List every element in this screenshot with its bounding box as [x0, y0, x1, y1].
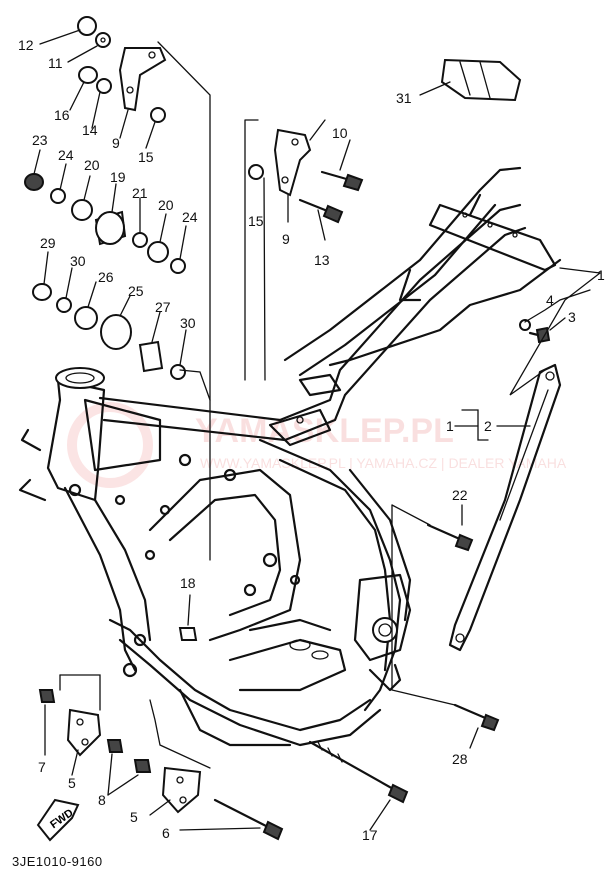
callout-11: 11: [48, 55, 63, 71]
main-frame: [18, 166, 562, 747]
callout-16: 16: [54, 107, 70, 123]
callout-13: 13: [314, 252, 330, 268]
callout-7: 7: [38, 759, 46, 775]
callout-24b: 24: [182, 209, 198, 225]
callout-15: 15: [138, 149, 154, 165]
callout-28: 28: [452, 751, 468, 767]
callout-14: 14: [82, 122, 98, 138]
callout-21: 21: [132, 185, 148, 201]
callout-1b: 1: [446, 418, 454, 434]
callout-24: 24: [58, 147, 74, 163]
callout-12: 12: [18, 37, 34, 53]
gusset-plate: [83, 398, 162, 472]
callout-3: 3: [568, 309, 576, 325]
callout-18: 18: [180, 575, 196, 591]
callout-19: 19: [110, 169, 126, 185]
callout-20b: 20: [158, 197, 174, 213]
watermark: YAMASKLEP.PL WWW.YAMASKLEP.PL | YAMAHA.C…: [67, 402, 567, 488]
callout-5: 5: [68, 775, 76, 791]
callout-9b: 9: [282, 231, 290, 247]
callout-15b: 15: [248, 213, 264, 229]
callout-29: 29: [40, 235, 56, 251]
frame-fasteners: [178, 319, 551, 804]
callout-30b: 30: [180, 315, 196, 331]
callout-22: 22: [452, 487, 468, 503]
callout-10: 10: [332, 125, 348, 141]
callout-20: 20: [84, 157, 100, 173]
callouts: 12 11 16 14 9 15 23 24 20 19 21 20 24 29…: [18, 37, 605, 843]
callout-31: 31: [396, 90, 412, 106]
callout-23: 23: [32, 132, 48, 148]
steering-head-top: [55, 367, 105, 389]
callout-26: 26: [98, 269, 114, 285]
callout-2: 2: [484, 418, 492, 434]
watermark-secondary: WWW.YAMASKLEP.PL | YAMAHA.CZ | DEALER YA…: [200, 455, 567, 471]
callout-9: 9: [112, 135, 120, 151]
catalog-code: 3JE1010-9160: [12, 854, 103, 869]
seat-rail: [448, 363, 562, 652]
callout-30: 30: [70, 253, 86, 269]
callout-5b: 5: [130, 809, 138, 825]
callout-8: 8: [98, 792, 106, 808]
callout-1: 1: [597, 267, 605, 283]
callout-17: 17: [362, 827, 378, 843]
callout-25: 25: [128, 283, 144, 299]
callout-4: 4: [546, 292, 554, 308]
callout-6: 6: [162, 825, 170, 841]
pivot-plate: [353, 573, 412, 662]
mount-parts: FWD: [24, 16, 522, 842]
fwd-arrow-icon: FWD: [36, 798, 80, 842]
leader-lines: [33, 29, 601, 831]
callout-27: 27: [155, 299, 171, 315]
